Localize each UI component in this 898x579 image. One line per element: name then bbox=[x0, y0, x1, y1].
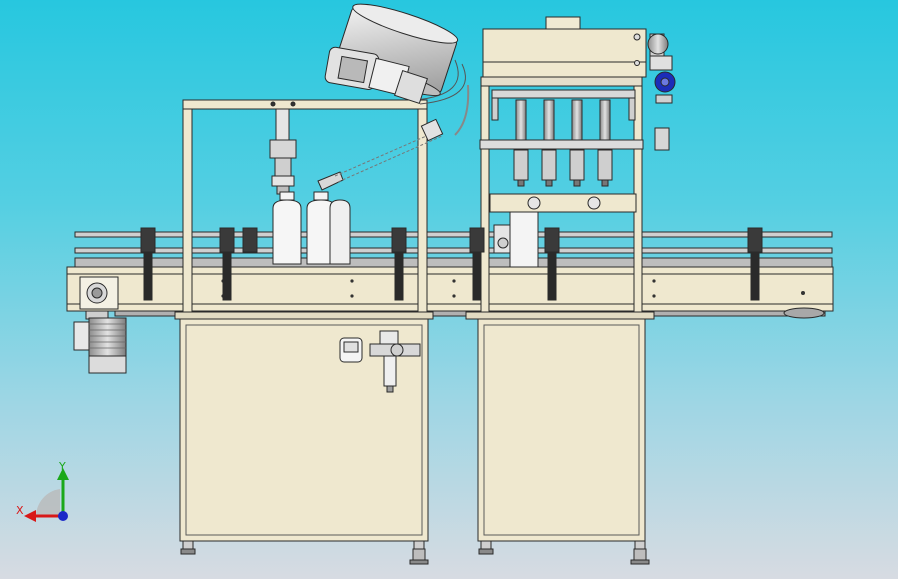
x-axis-head bbox=[24, 510, 36, 522]
axis-triad: Y X bbox=[16, 460, 69, 522]
bottle bbox=[329, 199, 351, 265]
conveyor bbox=[66, 231, 834, 319]
guide-rail-lower bbox=[74, 247, 833, 254]
capping-head bbox=[269, 139, 297, 159]
nozzle-beam bbox=[479, 139, 644, 150]
bottle bbox=[272, 191, 302, 265]
y-axis-head bbox=[57, 468, 69, 480]
air-filter-regulator bbox=[369, 330, 421, 393]
capping-top-beam bbox=[182, 99, 428, 110]
filling-nozzles bbox=[513, 99, 613, 187]
y-axis-label: Y bbox=[58, 460, 66, 473]
capping-spindle bbox=[275, 108, 290, 145]
filling-frame bbox=[479, 16, 647, 313]
capping-frame bbox=[182, 99, 428, 313]
bracket bbox=[544, 227, 560, 301]
cap-chute bbox=[317, 59, 470, 191]
bracket bbox=[469, 227, 485, 301]
bracket bbox=[242, 227, 258, 253]
bracket bbox=[747, 227, 763, 301]
tank-handle bbox=[545, 16, 581, 30]
bottles bbox=[272, 191, 351, 265]
guide-brackets bbox=[140, 227, 763, 301]
cap-sorter-bowl bbox=[324, 3, 459, 105]
x-axis-label: X bbox=[16, 504, 24, 517]
drive-unit bbox=[73, 276, 127, 374]
right-cabinet bbox=[465, 311, 655, 565]
bottle-clamp bbox=[509, 211, 539, 268]
z-axis-dot bbox=[58, 511, 68, 521]
guide-rail-upper bbox=[74, 231, 833, 238]
drive-motor bbox=[88, 317, 127, 359]
motor-fan-cover bbox=[88, 355, 127, 374]
filling-tank bbox=[482, 28, 647, 78]
side-valve-assembly bbox=[647, 33, 676, 151]
bracket bbox=[391, 227, 407, 301]
bracket bbox=[219, 227, 235, 301]
bracket bbox=[140, 227, 156, 301]
